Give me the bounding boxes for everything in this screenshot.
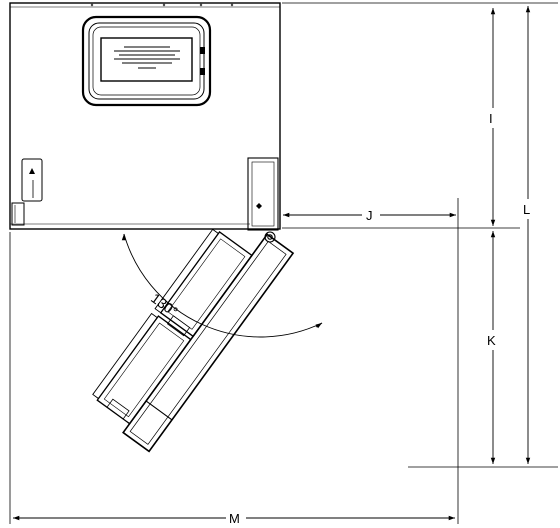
dimension-m-label: M bbox=[229, 511, 240, 526]
door-swing-arc bbox=[121, 233, 323, 338]
side-handle-icon bbox=[11, 158, 43, 230]
dimension-k-label: K bbox=[487, 333, 496, 348]
cabinet-body bbox=[9, 2, 281, 230]
nameplate-text-block bbox=[114, 46, 180, 69]
hinge-bracket-icon bbox=[247, 157, 279, 243]
open-door-icon bbox=[92, 228, 295, 453]
dimension-i-label: I bbox=[489, 111, 493, 126]
dimension-l-label: L bbox=[523, 202, 530, 217]
extension-lines bbox=[9, 2, 558, 524]
nameplate-housing-icon bbox=[81, 15, 212, 107]
dimension-j-label: J bbox=[366, 208, 373, 223]
